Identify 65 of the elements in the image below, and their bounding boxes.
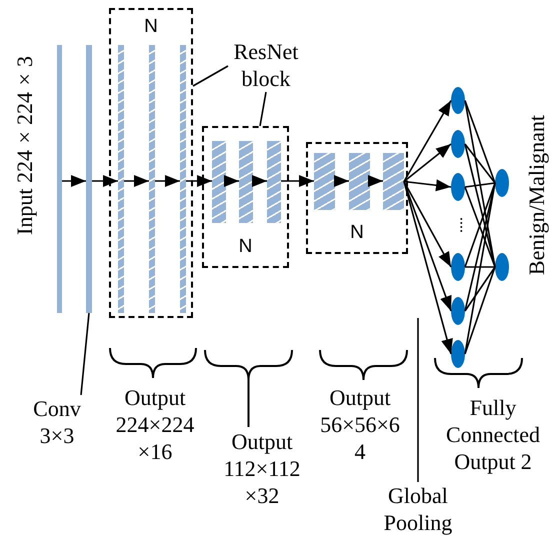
axis-caption: Input 224×224×3 [13, 56, 37, 234]
hatched-layer-bar [180, 45, 186, 313]
connection-line [464, 182, 496, 354]
arrow [281, 175, 314, 187]
arrow [368, 175, 383, 187]
arrow [62, 175, 86, 187]
arrow [124, 175, 149, 187]
hatched-layer-bar [383, 153, 404, 210]
hatched-layer-bar [239, 141, 253, 223]
axis-caption: Benign/Malignant [525, 115, 549, 276]
dashed-block-box [109, 8, 193, 318]
leader-line [259, 92, 267, 126]
annotation-text: Conv 3×3 [22, 395, 92, 451]
block-label: N [238, 236, 254, 258]
annotation-text: ResNet block [226, 38, 306, 92]
block-label: N [349, 222, 365, 244]
neuron-node [451, 340, 465, 368]
hatched-layer-bar [212, 141, 226, 223]
leader-line [192, 65, 228, 87]
arrow [224, 175, 239, 187]
output-caption: Output 56×56×6 4 [319, 384, 401, 465]
arrow [92, 175, 118, 187]
arrow [403, 100, 452, 182]
hatched-layer-bar [349, 153, 370, 210]
ellipsis-dots: .... [449, 217, 467, 233]
annotation-text: Global Pooling [374, 482, 462, 538]
hatched-layer-bar [118, 45, 124, 313]
hatched-layer-bar [149, 45, 155, 313]
arrow [334, 175, 349, 187]
arrow [403, 181, 453, 354]
neuron-node [451, 87, 465, 114]
arrow [186, 175, 212, 187]
arrow [403, 181, 452, 312]
arrow [252, 175, 267, 187]
arrow [404, 143, 452, 182]
output-caption: Output 224×224 ×16 [114, 384, 196, 465]
leader-line [417, 318, 419, 482]
connection-line [464, 266, 496, 354]
arrow [404, 179, 452, 192]
connection-line [464, 100, 496, 184]
leader-line [80, 312, 90, 396]
neuron-node [451, 173, 465, 201]
dashed-block-box [202, 126, 289, 268]
arrow [155, 175, 180, 187]
output-caption: Fully Connected Output 2 [444, 394, 542, 475]
dashed-block-box [306, 142, 408, 254]
connection-line [464, 144, 496, 268]
layer-bar [57, 45, 62, 313]
neuron-node [451, 253, 465, 281]
block-label: N [143, 16, 159, 38]
layer-bar [86, 45, 92, 313]
connection-line [464, 266, 496, 312]
output-caption: Output 112×112 ×32 [222, 428, 302, 509]
neuron-node [495, 169, 509, 197]
connection-line [464, 144, 496, 184]
hatched-layer-bar [314, 153, 335, 210]
hatched-layer-bar [267, 141, 281, 223]
connection-line [465, 266, 495, 268]
neuron-node [451, 130, 465, 158]
connection-line [464, 182, 496, 188]
neuron-node [495, 253, 509, 281]
neuron-node [451, 297, 465, 325]
connection-line [464, 100, 496, 268]
arrow [403, 181, 452, 268]
connection-line [464, 182, 496, 312]
